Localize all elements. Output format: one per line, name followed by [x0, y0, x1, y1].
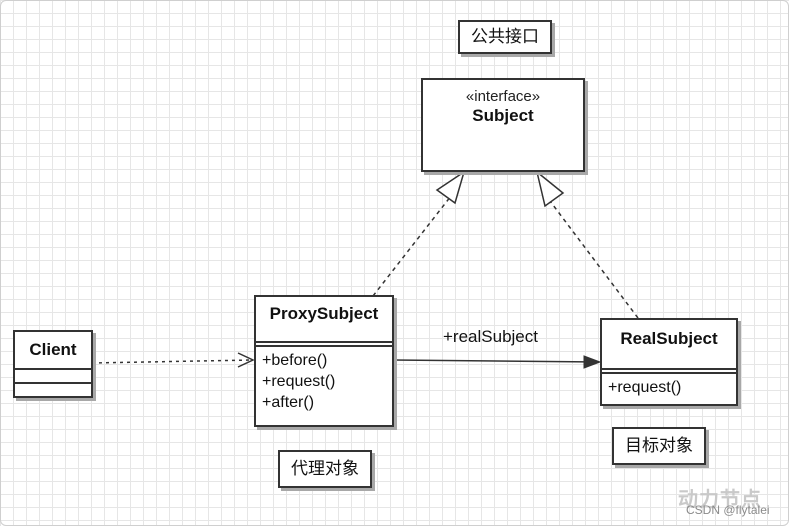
proxy-op-before: +before()	[262, 352, 328, 369]
association-line	[392, 359, 600, 363]
proxy-op-after: +after()	[262, 394, 315, 411]
subject-name: Subject	[472, 106, 534, 125]
note-target-object-text: 目标对象	[625, 436, 693, 455]
real-realization-line	[549, 200, 639, 319]
proxy-op-request: +request()	[262, 373, 336, 390]
real-subject-separator-1	[602, 368, 736, 370]
proxy-realization-line	[372, 195, 452, 297]
real-subject-operations: +request()	[602, 374, 736, 401]
note-public-interface: 公共接口	[458, 20, 552, 54]
real-op-request: +request()	[608, 379, 682, 396]
real-subject-separator-2	[602, 372, 736, 374]
subject-stereotype: «interface»	[465, 88, 541, 105]
real-subject-name: RealSubject	[620, 329, 718, 348]
proxy-realization-arrowhead	[435, 170, 466, 205]
proxy-subject-separator-1	[256, 341, 392, 343]
association-label: +realSubject	[443, 327, 538, 346]
watermark-credit: CSDN @flytalei	[686, 503, 770, 517]
client-separator-2	[15, 382, 91, 384]
proxy-subject-name: ProxySubject	[269, 304, 379, 323]
real-realization-arrowhead	[535, 170, 565, 208]
note-public-interface-text: 公共接口	[471, 27, 539, 46]
client-dependency-arrowhead	[237, 352, 255, 368]
proxy-subject-class-box[interactable]: ProxySubject +before() +request() +after…	[254, 295, 394, 427]
client-separator-1	[15, 368, 91, 370]
client-class-box[interactable]: Client	[13, 330, 93, 398]
note-target-object: 目标对象	[612, 427, 706, 465]
note-proxy-object-text: 代理对象	[291, 459, 359, 478]
proxy-subject-operations: +before() +request() +after()	[256, 347, 392, 416]
client-name: Client	[29, 340, 77, 359]
real-subject-class-box[interactable]: RealSubject +request()	[600, 318, 738, 406]
proxy-subject-separator-2	[256, 345, 392, 347]
association-arrowhead	[583, 355, 602, 369]
client-dependency-line	[91, 359, 253, 364]
note-proxy-object: 代理对象	[278, 450, 372, 488]
subject-interface-box[interactable]: «interface» Subject	[421, 78, 585, 172]
watermark-logo: 动力节点	[678, 489, 762, 511]
